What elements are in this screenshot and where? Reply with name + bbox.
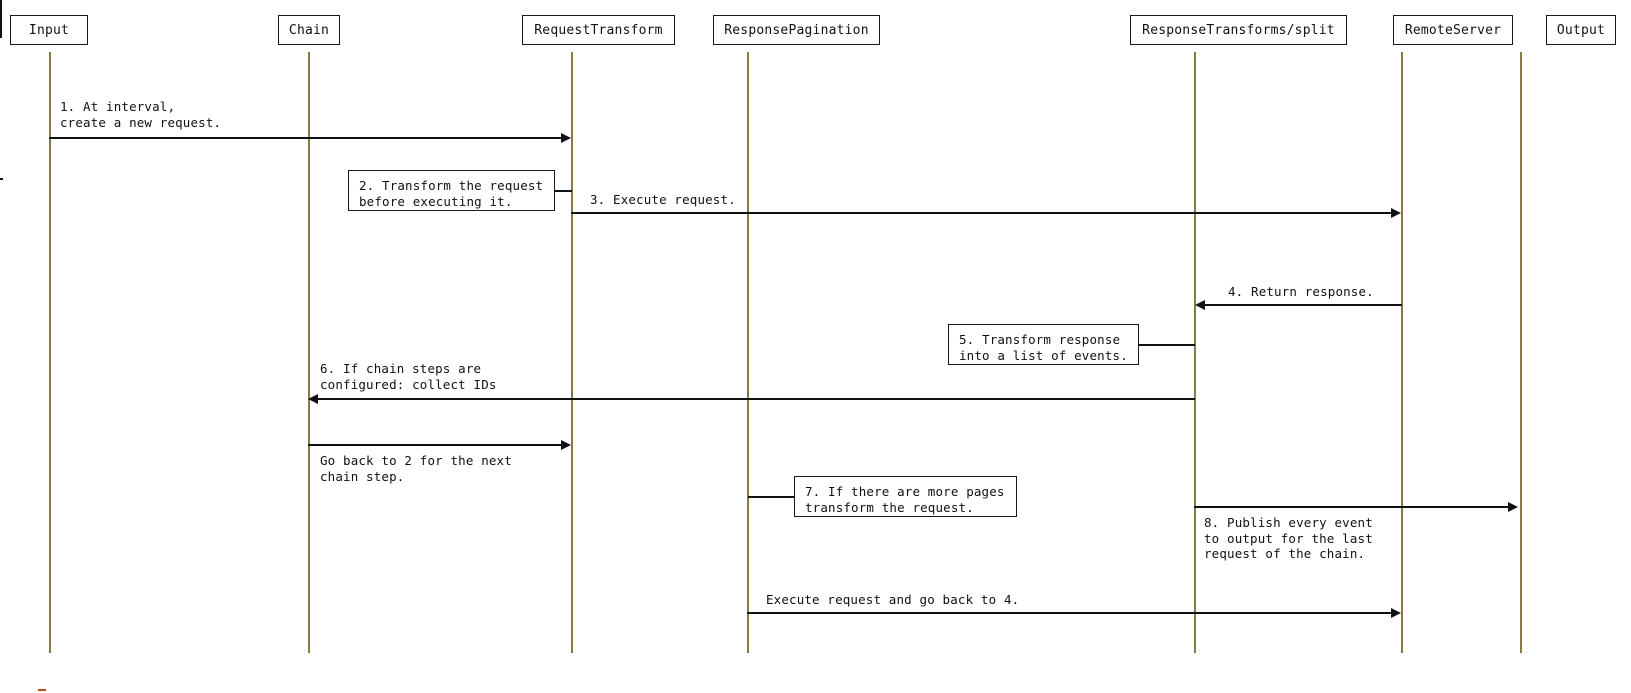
message-label-4: 4. Return response. — [1228, 284, 1374, 299]
page-edge-mark-left-top — [0, 0, 2, 38]
message-arrowhead-8 — [1508, 502, 1518, 512]
message-line-1 — [49, 137, 567, 139]
message-arrowhead-1 — [561, 133, 571, 143]
note-box-2[interactable]: 2. Transform the request before executin… — [348, 170, 555, 211]
actor-label-remote-server: RemoteServer — [1404, 22, 1502, 38]
message-label-6: 6. If chain steps are configured: collec… — [320, 361, 497, 392]
note-connector-5 — [1138, 344, 1195, 346]
message-label-8: 8. Publish every event to output for the… — [1204, 515, 1373, 561]
message-arrowhead-3 — [1391, 208, 1401, 218]
actor-label-chain: Chain — [288, 22, 330, 38]
lifeline-remote-server — [1401, 52, 1403, 653]
message-line-6 — [317, 398, 1195, 400]
message-arrowhead-execute-go-back-to-4 — [1391, 608, 1401, 618]
message-arrowhead-6 — [308, 394, 318, 404]
page-edge-mark-bottom — [38, 689, 46, 691]
lifeline-request-transform — [571, 52, 573, 653]
actor-label-response-pagination: ResponsePagination — [724, 22, 869, 38]
message-label-go-back-to-2: Go back to 2 for the next chain step. — [320, 453, 512, 484]
actor-box-request-transform[interactable]: RequestTransform — [522, 15, 675, 45]
actor-label-output: Output — [1556, 22, 1606, 38]
actor-label-request-transform: RequestTransform — [534, 22, 663, 38]
actor-box-remote-server[interactable]: RemoteServer — [1393, 15, 1513, 45]
note-connector-2 — [554, 190, 572, 192]
actor-label-input: Input — [28, 22, 70, 38]
lifeline-input — [49, 52, 51, 653]
message-line-go-back-to-2 — [308, 444, 566, 446]
message-label-execute-go-back-to-4: Execute request and go back to 4. — [766, 592, 1020, 607]
lifeline-response-pagination — [747, 52, 749, 653]
actor-box-input[interactable]: Input — [10, 15, 88, 45]
lifeline-response-transforms-split — [1194, 52, 1196, 653]
message-line-4 — [1204, 304, 1402, 306]
message-line-execute-go-back-to-4 — [747, 612, 1394, 614]
message-label-3: 3. Execute request. — [590, 192, 736, 207]
actor-box-output[interactable]: Output — [1546, 15, 1616, 45]
lifeline-chain — [308, 52, 310, 653]
message-arrowhead-go-back-to-2 — [561, 440, 571, 450]
actor-box-chain[interactable]: Chain — [278, 15, 340, 45]
note-box-7[interactable]: 7. If there are more pages transform the… — [794, 476, 1017, 517]
message-label-1: 1. At interval, create a new request. — [60, 99, 222, 130]
note-connector-7 — [748, 496, 795, 498]
note-box-5[interactable]: 5. Transform response into a list of eve… — [948, 324, 1139, 365]
lifeline-output — [1520, 52, 1522, 653]
actor-label-response-transforms-split: ResponseTransforms/split — [1142, 22, 1335, 38]
actor-box-response-transforms-split[interactable]: ResponseTransforms/split — [1130, 15, 1347, 45]
message-arrowhead-4 — [1195, 300, 1205, 310]
message-line-8 — [1194, 506, 1513, 508]
message-line-3 — [571, 212, 1394, 214]
actor-box-response-pagination[interactable]: ResponsePagination — [713, 15, 880, 45]
page-edge-mark-left-mid — [0, 178, 3, 180]
